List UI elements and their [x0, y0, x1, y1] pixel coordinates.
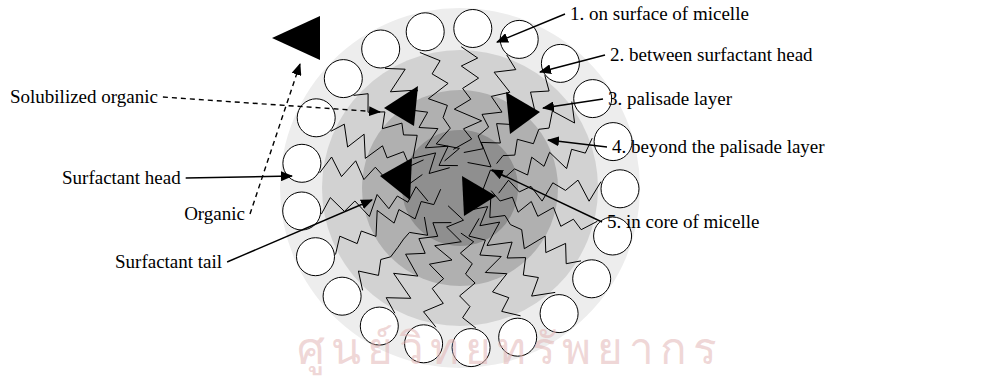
- leader-arrow: [227, 200, 372, 262]
- outer-halo: [280, 8, 640, 368]
- location-label: 5. in core of micelle: [607, 211, 759, 233]
- solubilized-organics: [380, 86, 540, 216]
- leader-arrow: [540, 55, 605, 72]
- surfactant-head: [406, 13, 444, 51]
- surfactant-tail: [358, 217, 427, 290]
- organic-triangle: [380, 158, 412, 200]
- surfactant-heads: [283, 10, 639, 367]
- location-label: 3. palisade layer: [608, 88, 732, 110]
- organic-triangle: [462, 176, 496, 216]
- watermark-text: ศูนย์วิทยทรัพยากร: [297, 325, 723, 376]
- surfactant-tail: [460, 233, 476, 328]
- surfactant-tail: [491, 191, 597, 230]
- tail-label: Surfactant tail: [115, 251, 222, 273]
- surfactant-tail: [386, 223, 451, 314]
- surfactant-tail: [469, 218, 521, 315]
- location-label: 2. between surfactant head: [610, 44, 813, 66]
- surfactant-tail: [469, 198, 581, 264]
- organic-triangle: [506, 92, 540, 134]
- surfactant-head: [297, 238, 335, 276]
- palisade-zone: [322, 50, 598, 326]
- leader-arrow: [163, 97, 380, 112]
- leader-arrow: [497, 14, 565, 42]
- surfactant-head: [362, 30, 400, 68]
- surfactant-head: [324, 60, 362, 98]
- surfactant-head: [323, 277, 361, 315]
- leader-arrow: [543, 99, 603, 108]
- micelle-core: [402, 130, 518, 246]
- head-label: Surfactant head: [62, 167, 181, 189]
- surfactant-head: [601, 170, 639, 208]
- surfactant-tail: [453, 47, 481, 150]
- location-label: 1. on surface of micelle: [570, 3, 749, 25]
- leader-arrow: [548, 140, 607, 147]
- surfactant-head: [500, 20, 538, 58]
- leader-arrow: [250, 64, 300, 214]
- surfactant-tail: [321, 187, 428, 217]
- free-organic-triangle: [272, 16, 320, 60]
- surfactant-head: [573, 260, 611, 298]
- surfactant-tail: [336, 189, 441, 254]
- leader-arrow: [186, 176, 292, 178]
- solubilized-label: Solubilized organic: [10, 86, 158, 108]
- surfactant-head: [574, 80, 612, 118]
- organic-triangle: [384, 86, 418, 126]
- surfactant-tail: [468, 75, 549, 167]
- leader-arrow: [492, 170, 602, 222]
- surfactant-tail: [424, 206, 464, 327]
- surfactant-head: [297, 99, 335, 137]
- surfactant-tails: [320, 47, 601, 329]
- location-label: 4. beyond the palisade layer: [612, 136, 825, 158]
- surfactant-tail: [420, 53, 460, 161]
- surfactant-tail: [466, 207, 556, 297]
- surfactant-head: [454, 10, 492, 48]
- organic-label: Organic: [184, 203, 245, 225]
- leader-lines: [163, 14, 607, 262]
